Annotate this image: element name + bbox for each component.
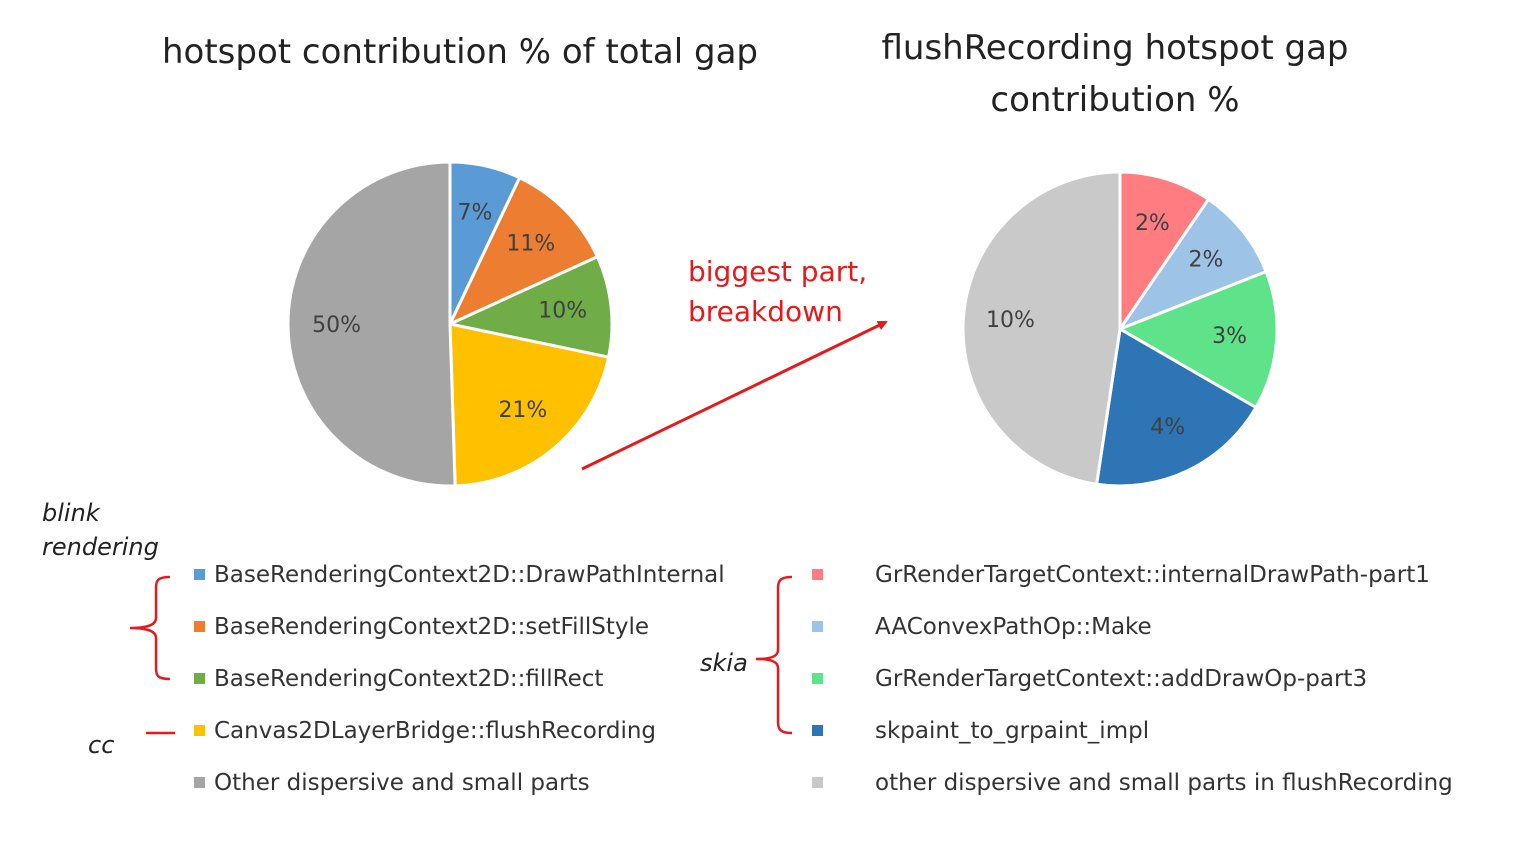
legend-item: GrRenderTargetContext::internalDrawPath-… [812,558,1453,610]
legend-swatch [812,725,823,736]
slice-data-label: 2% [1188,247,1223,272]
pie-slice [961,170,1122,486]
legend-item: BaseRenderingContext2D::setFillStyle [194,610,725,662]
right-chart-title: flushRecording hotspot gap contribution … [881,28,1349,120]
legend-item: AAConvexPathOp::Make [812,610,1453,662]
slice-data-label: 10% [538,298,587,323]
slice-data-label: 21% [498,398,547,423]
slice-data-label: 2% [1135,211,1170,236]
left-legend: BaseRenderingContext2D::DrawPathInternal… [194,558,725,818]
legend-item: BaseRenderingContext2D::DrawPathInternal [194,558,725,610]
legend-item: skpaint_to_grpaint_impl [812,714,1453,766]
legend-swatch [194,569,205,580]
right-pie: 2% 2% 3% 4% 10% [961,170,1279,488]
legend-swatch [194,777,205,788]
legend-item: BaseRenderingContext2D::fillRect [194,662,725,714]
legend-swatch [812,569,823,580]
slice-data-label: 11% [506,231,555,256]
pie-slice [1116,269,1279,410]
legend-label: skpaint_to_grpaint_impl [875,718,1150,744]
pie-slice [448,322,611,488]
pie-slice [446,175,600,328]
legend-swatch [194,673,205,684]
group-label-rendering: rendering [42,533,159,561]
left-pie: 7% 11% 10% 21% 50% [286,160,614,488]
pie-slice [1116,197,1269,333]
legend-swatch [812,777,823,788]
legend-label: GrRenderTargetContext::addDrawOp-part3 [875,666,1368,692]
legend-swatch [194,725,205,736]
legend-item: Canvas2DLayerBridge::flushRecording [194,714,725,766]
legend-swatch [812,621,823,632]
slice-data-label: 3% [1212,324,1247,349]
pie-slice [1118,170,1211,334]
legend-item: Other dispersive and small parts [194,766,725,818]
legend-item: other dispersive and small parts in flus… [812,766,1453,818]
legend-label: GrRenderTargetContext::internalDrawPath-… [875,562,1430,588]
breakdown-annotation: biggest part, breakdown [688,252,928,332]
legend-item: GrRenderTargetContext::addDrawOp-part3 [812,662,1453,714]
legend-swatch [194,621,205,632]
legend-label: Other dispersive and small parts [214,770,590,796]
group-label-blink: blink [42,499,100,527]
legend-label: BaseRenderingContext2D::fillRect [214,666,604,692]
right-legend: GrRenderTargetContext::internalDrawPath-… [812,558,1453,818]
legend-label: AAConvexPathOp::Make [875,614,1152,640]
annotation-line-1: biggest part, [688,255,868,288]
legend-label: Canvas2DLayerBridge::flushRecording [214,718,657,744]
breakdown-arrow [581,320,888,471]
legend-label: BaseRenderingContext2D::DrawPathInternal [214,562,725,588]
left-chart-title: hotspot contribution % of total gap [161,32,759,72]
slice-data-label: 7% [458,200,493,225]
group-label-skia: skia [700,649,748,677]
legend-label: other dispersive and small parts in flus… [875,770,1453,796]
slice-data-label: 4% [1150,415,1185,440]
pie-slice [1094,326,1259,488]
group-label-cc: cc [88,731,115,759]
slice-data-label: 50% [312,313,361,338]
legend-label: BaseRenderingContext2D::setFillStyle [214,614,650,640]
slice-data-label: 10% [986,308,1035,333]
legend-swatch [812,673,823,684]
pie-slice [286,160,457,488]
group-label-blink-rendering: blink rendering [42,496,159,564]
annotation-line-2: breakdown [688,295,843,328]
